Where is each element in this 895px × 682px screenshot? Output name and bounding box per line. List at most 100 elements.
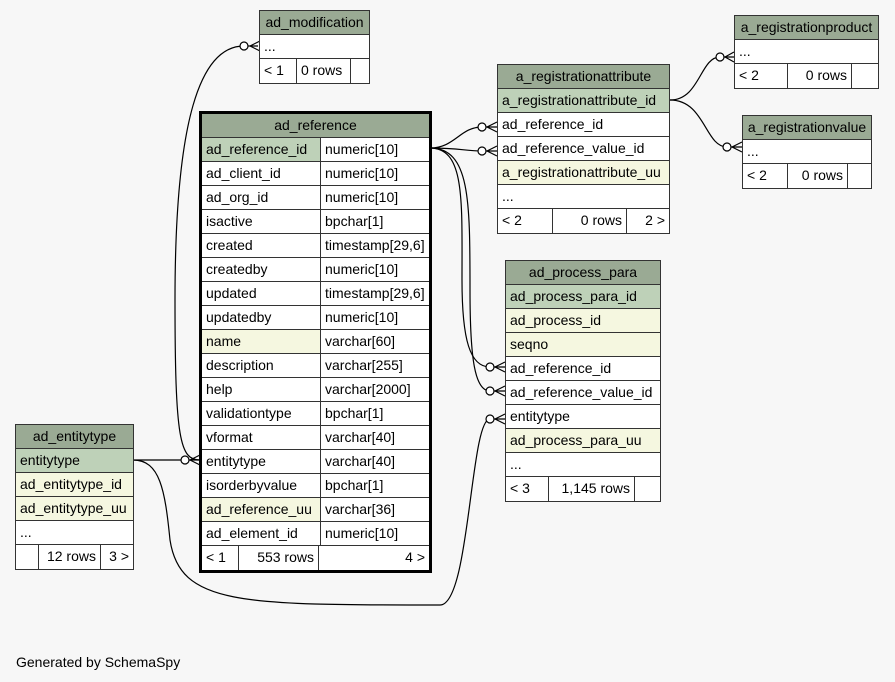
crowfoot-icon xyxy=(249,40,261,52)
table-footer: < 1 553 rows 4 > xyxy=(202,546,429,570)
parents-count[interactable]: < 2 xyxy=(747,167,767,183)
edge-reference-to-processpara-value xyxy=(429,147,505,392)
row-count: 0 rows xyxy=(787,64,851,88)
edge-reference-to-processpara-ref xyxy=(429,147,505,368)
column-type: varchar[40] xyxy=(320,450,429,473)
table-footer: < 3 1,145 rows xyxy=(506,477,660,501)
row-count: 553 rows xyxy=(238,546,318,570)
table-title: ad_modification xyxy=(260,11,369,35)
row-count: 0 rows xyxy=(296,59,350,83)
column-type: bpchar[1] xyxy=(320,474,429,497)
parents-count[interactable]: < 1 xyxy=(206,549,226,565)
column-type: varchar[60] xyxy=(320,330,429,353)
table-footer: < 2 0 rows 2 > xyxy=(498,209,669,233)
table-row: entitytype varchar[40] xyxy=(202,450,429,474)
table-a-registrationvalue[interactable]: a_registrationvalue ... < 2 0 rows xyxy=(742,115,872,189)
column-name: validationtype xyxy=(206,405,292,421)
table-row: vformat varchar[40] xyxy=(202,426,429,450)
table-footer: < 2 0 rows xyxy=(743,164,871,188)
column-name: vformat xyxy=(206,429,253,445)
parents-count[interactable]: < 1 xyxy=(264,62,284,78)
column-type: varchar[255] xyxy=(320,354,429,377)
table-row: ad_process_para_uu xyxy=(506,429,660,453)
table-ad-entitytype[interactable]: ad_entitytype entitytype ad_entitytype_i… xyxy=(15,424,134,570)
children-count[interactable]: 3 > xyxy=(100,545,133,569)
column-type: varchar[40] xyxy=(320,426,429,449)
column-name: help xyxy=(206,381,233,397)
row-count: 12 rows xyxy=(38,545,100,569)
table-row: ... xyxy=(260,35,369,59)
table-ad-process-para[interactable]: ad_process_para ad_process_para_id ad_pr… xyxy=(505,260,661,502)
table-row: ad_process_id xyxy=(506,309,660,333)
table-row: ad_reference_id xyxy=(506,357,660,381)
children-count[interactable] xyxy=(847,164,871,188)
column-type: bpchar[1] xyxy=(320,402,429,425)
table-row: isorderbyvalue bpchar[1] xyxy=(202,474,429,498)
column-type: numeric[10] xyxy=(320,522,429,545)
column-type: numeric[10] xyxy=(320,138,429,161)
table-a-registrationproduct[interactable]: a_registrationproduct ... < 2 0 rows xyxy=(734,15,879,89)
column-name: ad_reference_id xyxy=(202,138,320,161)
table-row: ad_entitytype_id xyxy=(16,473,133,497)
table-row: description varchar[255] xyxy=(202,354,429,378)
column-name: isorderbyvalue xyxy=(206,477,298,493)
column-type: timestamp[29,6] xyxy=(320,234,429,257)
column-name: description xyxy=(206,357,274,373)
table-title: a_registrationattribute xyxy=(498,65,669,89)
table-footer: < 2 0 rows xyxy=(735,64,878,88)
parents-count[interactable]: < 2 xyxy=(502,212,522,228)
column-name: entitytype xyxy=(206,453,266,469)
parents-count[interactable]: < 3 xyxy=(510,480,530,496)
column-name: isactive xyxy=(206,213,253,229)
parents-count[interactable] xyxy=(16,545,38,569)
column-type: numeric[10] xyxy=(320,258,429,281)
column-type: bpchar[1] xyxy=(320,210,429,233)
generated-by-text: Generated by SchemaSpy xyxy=(16,654,181,670)
table-row: ad_entitytype_uu xyxy=(16,497,133,521)
column-type: timestamp[29,6] xyxy=(320,282,429,305)
children-count[interactable] xyxy=(634,477,660,501)
table-row: ad_reference_value_id xyxy=(498,137,669,161)
children-count[interactable] xyxy=(851,64,878,88)
children-count[interactable] xyxy=(350,59,369,83)
column-name: created xyxy=(206,237,253,253)
row-count: 0 rows xyxy=(552,209,626,233)
table-row: ad_reference_id xyxy=(498,113,669,137)
column-type: numeric[10] xyxy=(320,186,429,209)
column-name: name xyxy=(202,330,320,353)
table-row: ... xyxy=(743,140,871,164)
table-row: help varchar[2000] xyxy=(202,378,429,402)
table-footer: < 1 0 rows xyxy=(260,59,369,83)
column-name: ad_element_id xyxy=(206,525,298,541)
table-row: isactive bpchar[1] xyxy=(202,210,429,234)
table-row: ... xyxy=(16,521,133,545)
column-type: varchar[2000] xyxy=(320,378,429,401)
table-ad-modification[interactable]: ad_modification ... < 1 0 rows xyxy=(259,10,370,84)
column-type: numeric[10] xyxy=(320,306,429,329)
column-name: updated xyxy=(206,285,257,301)
column-name: ad_reference_uu xyxy=(202,498,320,521)
table-row: updated timestamp[29,6] xyxy=(202,282,429,306)
edge-entitytype-to-processpara xyxy=(132,418,505,606)
column-name: ad_client_id xyxy=(206,165,281,181)
table-title: ad_entitytype xyxy=(16,425,133,449)
table-row: ad_element_id numeric[10] xyxy=(202,522,429,546)
children-count[interactable]: 2 > xyxy=(626,209,669,233)
parents-count[interactable]: < 2 xyxy=(739,67,759,83)
table-title: ad_reference xyxy=(202,114,429,138)
edge-regattr-to-value xyxy=(669,99,742,148)
table-footer: 12 rows 3 > xyxy=(16,545,133,569)
table-row: a_registrationattribute_uu xyxy=(498,161,669,185)
table-a-registrationattribute[interactable]: a_registrationattribute a_registrationat… xyxy=(497,64,670,234)
table-row: ad_process_para_id xyxy=(506,285,660,309)
children-count[interactable]: 4 > xyxy=(318,546,429,570)
